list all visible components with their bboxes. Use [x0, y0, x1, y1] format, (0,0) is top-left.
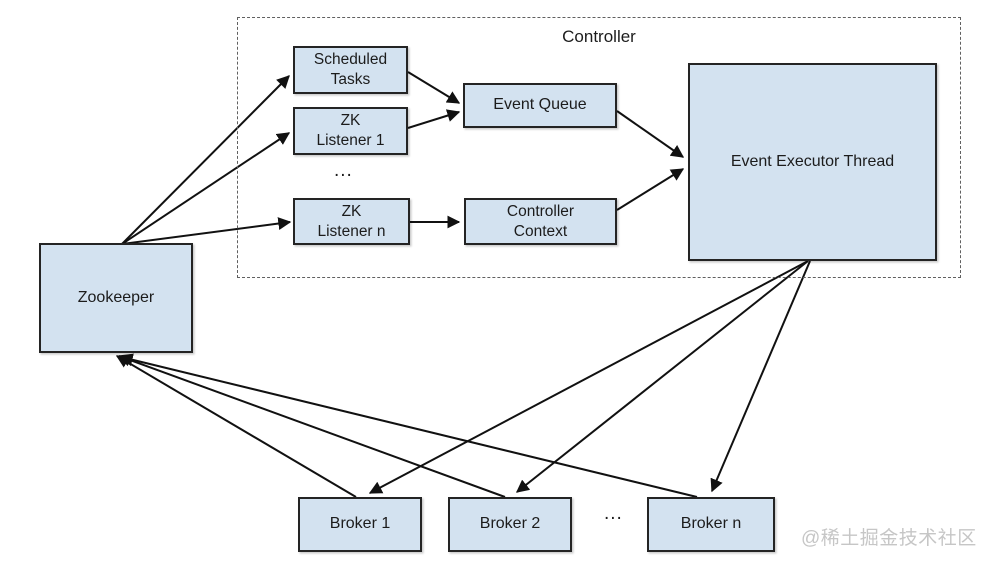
controller-group-label: Controller — [562, 27, 636, 46]
watermark-text: @稀土掘金技术社区 — [801, 528, 977, 549]
broker-2-label: Broker 2 — [479, 515, 541, 533]
event-queue-node: Event Queue — [463, 83, 617, 128]
event-executor-thread-label: Event Executor Thread — [730, 152, 895, 170]
zk-listener-1-node: ZK Listener 1 — [293, 107, 408, 155]
controller-context-node: Controller Context — [464, 198, 617, 245]
broker-n-label: Broker n — [680, 515, 742, 533]
zookeeper-node: Zookeeper — [39, 243, 193, 353]
brokers-ellipsis: ... — [604, 503, 623, 524]
broker-n-node: Broker n — [647, 497, 775, 552]
zk-listener-1-label: ZK Listener 1 — [316, 112, 385, 149]
broker-1-label: Broker 1 — [329, 515, 391, 533]
edge-event-executor-to-broker-n — [710, 260, 811, 493]
edge-event-executor-to-broker-1 — [368, 260, 809, 494]
scheduled-tasks-node: Scheduled Tasks — [293, 46, 408, 94]
scheduled-tasks-label: Scheduled Tasks — [313, 51, 388, 88]
listeners-ellipsis: ... — [334, 160, 353, 181]
zookeeper-label: Zookeeper — [77, 288, 155, 306]
controller-group-box: Controller — [237, 17, 961, 278]
edge-broker-2-to-zookeeper — [117, 353, 506, 498]
event-executor-thread-node: Event Executor Thread — [688, 63, 937, 261]
broker-1-node: Broker 1 — [298, 497, 422, 552]
zk-listener-n-label: ZK Listener n — [317, 202, 386, 240]
edge-event-executor-to-broker-2 — [515, 260, 809, 493]
zk-listener-n-node: ZK Listener n — [293, 198, 410, 245]
broker-2-node: Broker 2 — [448, 497, 572, 552]
event-queue-label: Event Queue — [493, 96, 587, 114]
edge-broker-n-to-zookeeper — [119, 353, 698, 498]
controller-context-label: Controller Context — [506, 202, 575, 240]
edge-broker-1-to-zookeeper — [115, 355, 357, 498]
